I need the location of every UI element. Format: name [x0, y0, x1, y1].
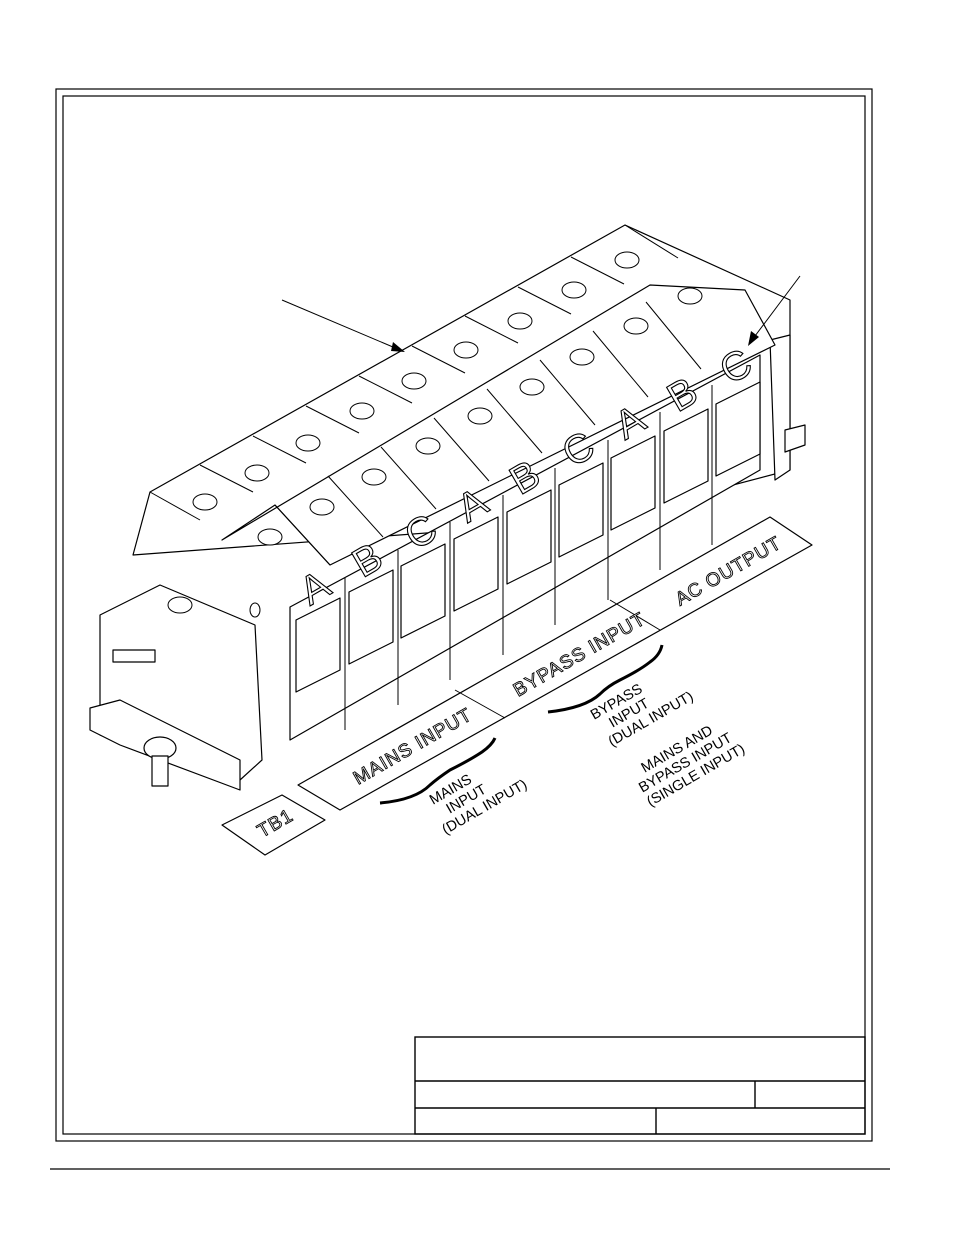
mains-dual-input-note: MAINS INPUT (DUAL INPUT) — [424, 749, 531, 838]
end-clamp — [90, 585, 262, 790]
leader-arrow-back-row — [282, 300, 405, 352]
title-block — [415, 1037, 865, 1134]
